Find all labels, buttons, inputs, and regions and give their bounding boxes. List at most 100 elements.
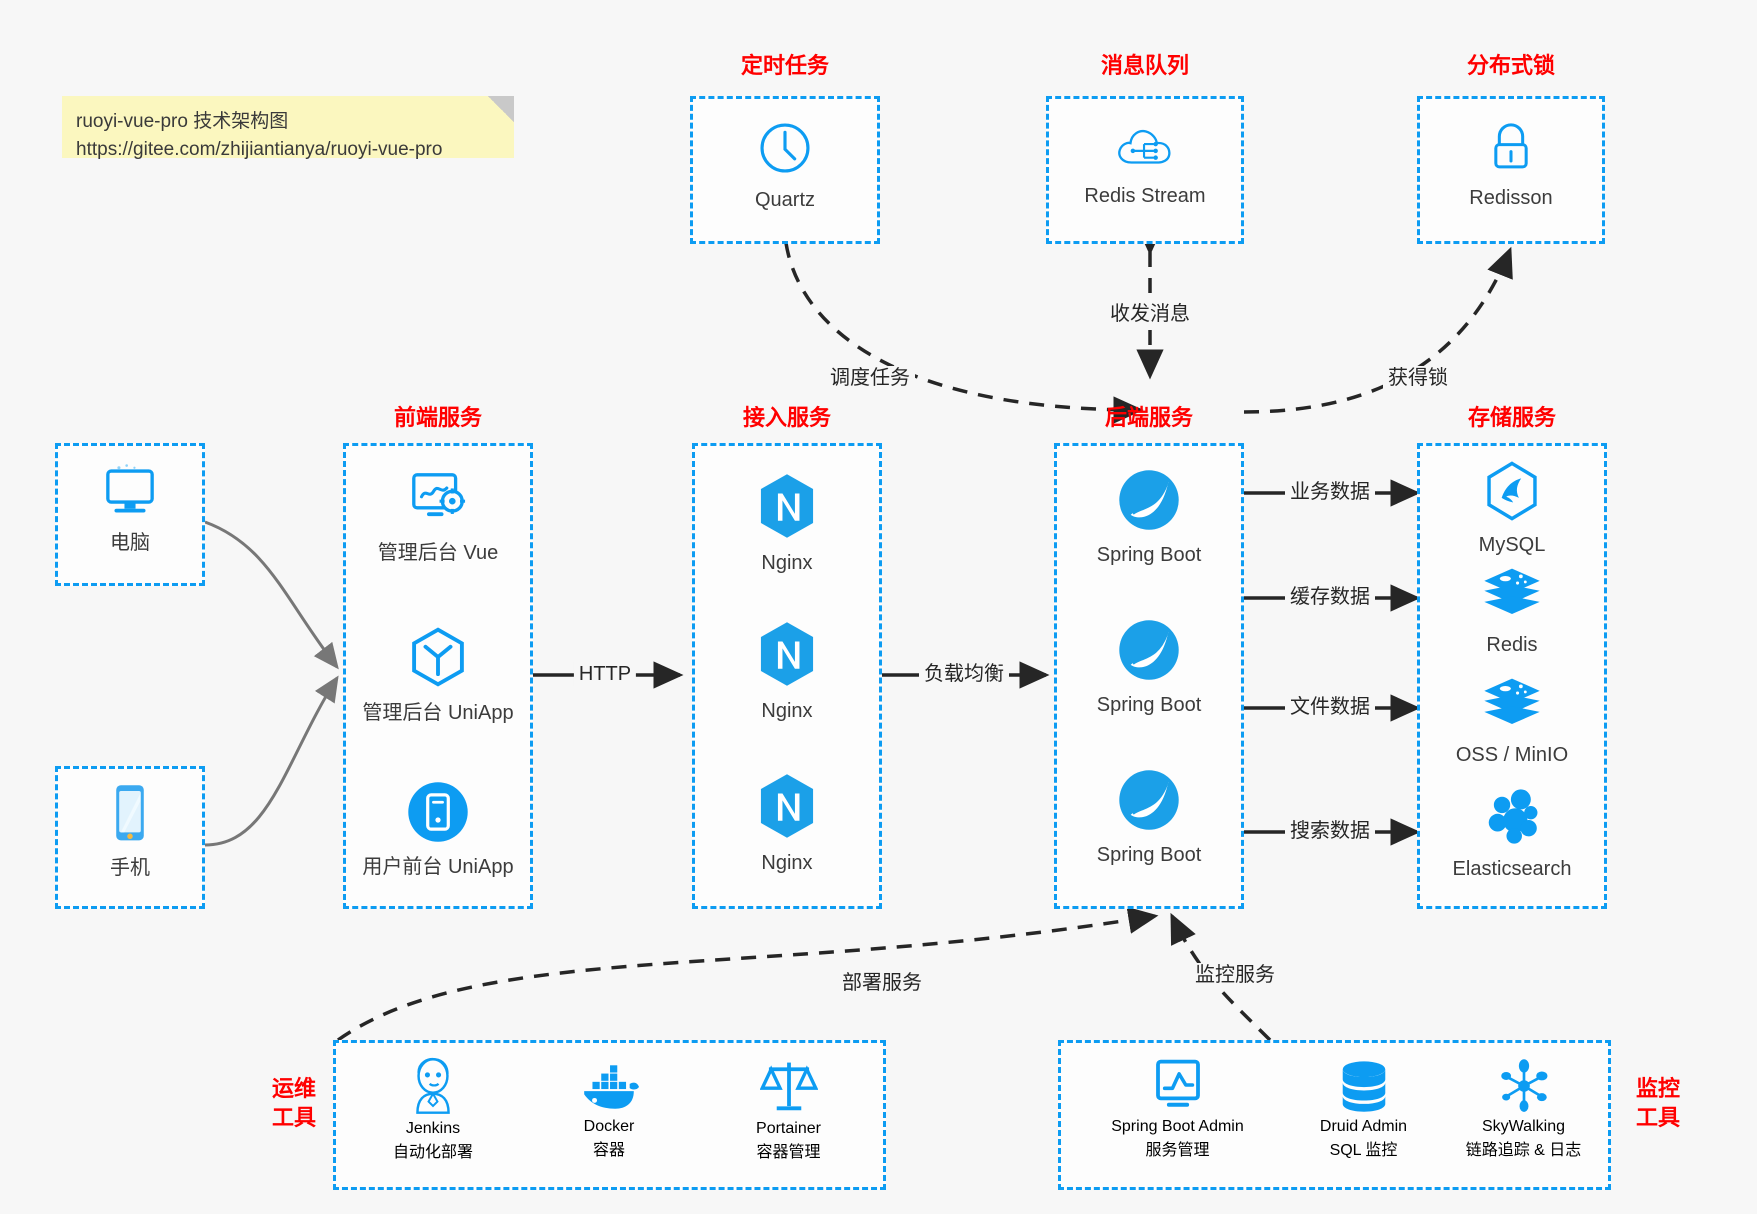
node-redis-stream[interactable]: Redis Stream <box>1049 121 1241 209</box>
node-nginx-3[interactable]: Nginx <box>695 772 879 876</box>
node-skywalking[interactable]: SkyWalking 链路追踪 & 日志 <box>1441 1059 1606 1160</box>
edge-label-monitor-service: 监控服务 <box>1190 963 1280 987</box>
node-label-nginx-1: Nginx <box>761 552 813 574</box>
node-oss-minio[interactable]: OSS / MinIO <box>1420 674 1604 768</box>
node-spring-boot-3[interactable]: Spring Boot <box>1057 768 1241 868</box>
node-label-phone: 手机 <box>110 857 150 879</box>
edge-label-file-data: 文件数据 <box>1285 695 1375 719</box>
node-label-admin-vue: 管理后台 Vue <box>377 542 499 564</box>
wire-computer-to-frontend <box>204 520 339 670</box>
desktop-icon <box>99 462 161 525</box>
node-docker[interactable]: Docker 容器 <box>534 1061 684 1160</box>
group-box-devops[interactable]: Jenkins 自动化部署 Docker 容器 <box>333 1040 886 1190</box>
group-box-scheduled-task[interactable]: Quartz <box>690 96 880 244</box>
node-label-redis-stream: Redis Stream <box>1084 185 1206 207</box>
group-title-devops: 运维 工具 <box>258 1075 330 1132</box>
node-label-oss-minio: OSS / MinIO <box>1455 744 1569 766</box>
oss-minio-icon <box>1481 674 1543 737</box>
group-box-message-queue[interactable]: Redis Stream <box>1046 96 1244 244</box>
group-box-phone[interactable]: 手机 <box>55 766 205 909</box>
mysql-icon <box>1481 460 1543 527</box>
group-title-backend: 后端服务 <box>1104 405 1193 430</box>
database-icon <box>1336 1059 1392 1118</box>
redis-icon <box>1481 564 1543 627</box>
hexagon-cube-icon <box>405 624 471 695</box>
node-phone[interactable]: 手机 <box>58 783 202 881</box>
edge-label-load-balance: 负载均衡 <box>919 662 1009 686</box>
group-title-monitoring-line1: 监控 <box>1635 1076 1680 1101</box>
node-elasticsearch[interactable]: Elasticsearch <box>1420 786 1604 882</box>
node-label-druid-admin: Druid Admin <box>1319 1118 1408 1135</box>
node-mysql[interactable]: MySQL <box>1420 460 1604 558</box>
node-label-user-uniapp: 用户前台 UniApp <box>362 856 514 878</box>
group-box-backend[interactable]: Spring Boot Spring Boot Spring Boot <box>1054 443 1244 909</box>
wire-phone-to-frontend <box>204 675 339 847</box>
group-box-computer[interactable]: 电脑 <box>55 443 205 586</box>
elasticsearch-icon <box>1481 786 1543 851</box>
jenkins-icon <box>403 1057 463 1120</box>
node-sublabel-portainer: 容器管理 <box>756 1144 821 1161</box>
group-title-frontend: 前端服务 <box>393 405 482 430</box>
node-redisson[interactable]: Redisson <box>1420 119 1602 211</box>
nginx-icon <box>756 772 818 845</box>
node-user-uniapp[interactable]: 用户前台 UniApp <box>346 780 530 880</box>
node-redis[interactable]: Redis <box>1420 564 1604 658</box>
group-box-distributed-lock[interactable]: Redisson <box>1417 96 1605 244</box>
scales-icon <box>759 1057 818 1120</box>
node-label-spring-boot-2: Spring Boot <box>1096 694 1202 716</box>
node-label-nginx-2: Nginx <box>761 700 813 722</box>
node-nginx-2[interactable]: Nginx <box>695 620 879 724</box>
group-title-devops-line2: 工具 <box>271 1104 316 1130</box>
node-nginx-1[interactable]: Nginx <box>695 472 879 576</box>
edge-label-cache-data: 缓存数据 <box>1285 585 1375 609</box>
edge-label-schedule-task: 调度任务 <box>825 366 915 390</box>
group-title-storage: 存储服务 <box>1467 405 1556 430</box>
node-label-jenkins: Jenkins <box>405 1120 461 1137</box>
node-spring-boot-2[interactable]: Spring Boot <box>1057 618 1241 718</box>
node-admin-uniapp[interactable]: 管理后台 UniApp <box>346 624 530 726</box>
note-fold-corner <box>488 96 514 122</box>
edge-label-business-data: 业务数据 <box>1285 480 1375 504</box>
node-druid-admin[interactable]: Druid Admin SQL 监控 <box>1276 1059 1451 1160</box>
group-title-message-queue: 消息队列 <box>1100 53 1189 78</box>
node-label-quartz: Quartz <box>754 189 816 211</box>
group-title-monitoring-line2: 工具 <box>1635 1104 1680 1130</box>
edge-label-send-receive-msg: 收发消息 <box>1105 302 1195 326</box>
clock-icon <box>756 119 814 182</box>
node-spring-boot-1[interactable]: Spring Boot <box>1057 468 1241 568</box>
group-box-frontend[interactable]: 管理后台 Vue 管理后台 UniApp 用户前台 UniApp <box>343 443 533 909</box>
node-label-admin-uniapp: 管理后台 UniApp <box>362 702 514 724</box>
group-box-gateway[interactable]: Nginx Nginx Nginx <box>692 443 882 909</box>
nginx-icon <box>756 620 818 693</box>
node-spring-boot-admin[interactable]: Spring Boot Admin 服务管理 <box>1075 1057 1280 1160</box>
node-sublabel-docker: 容器 <box>592 1142 625 1159</box>
skywalking-icon <box>1495 1059 1553 1118</box>
node-label-spring-boot-3: Spring Boot <box>1096 844 1202 866</box>
node-jenkins[interactable]: Jenkins 自动化部署 <box>358 1057 508 1162</box>
node-admin-vue[interactable]: 管理后台 Vue <box>346 468 530 566</box>
node-label-nginx-3: Nginx <box>761 852 813 874</box>
node-label-docker: Docker <box>583 1118 635 1135</box>
note-line-1: ruoyi-vue-pro 技术架构图 <box>76 111 289 132</box>
node-sublabel-jenkins: 自动化部署 <box>392 1144 473 1161</box>
cloud-stream-icon <box>1114 121 1176 178</box>
wire-deploy-service <box>336 906 1159 1042</box>
spring-boot-icon <box>1117 618 1181 687</box>
mobile-icon <box>108 783 152 850</box>
spring-boot-icon <box>1117 468 1181 537</box>
note-line-2: https://gitee.com/zhijiantianya/ruoyi-vu… <box>76 138 443 160</box>
dashboard-gear-icon <box>405 468 471 535</box>
wire-acquire-lock <box>1243 246 1513 414</box>
sticky-note: ruoyi-vue-pro 技术架构图 https://gitee.com/zh… <box>62 96 514 160</box>
spring-boot-icon <box>1117 768 1181 837</box>
group-box-monitoring[interactable]: Spring Boot Admin 服务管理 Druid Admin SQL 监… <box>1058 1040 1611 1190</box>
node-label-spring-boot-1: Spring Boot <box>1096 544 1202 566</box>
node-computer[interactable]: 电脑 <box>58 462 202 556</box>
group-title-gateway: 接入服务 <box>742 405 831 430</box>
group-title-devops-line1: 运维 <box>271 1076 316 1101</box>
node-label-skywalking: SkyWalking <box>1482 1118 1565 1135</box>
group-box-storage[interactable]: MySQL Redis <box>1417 443 1607 909</box>
node-portainer[interactable]: Portainer 容器管理 <box>711 1057 866 1162</box>
node-quartz[interactable]: Quartz <box>693 119 877 213</box>
